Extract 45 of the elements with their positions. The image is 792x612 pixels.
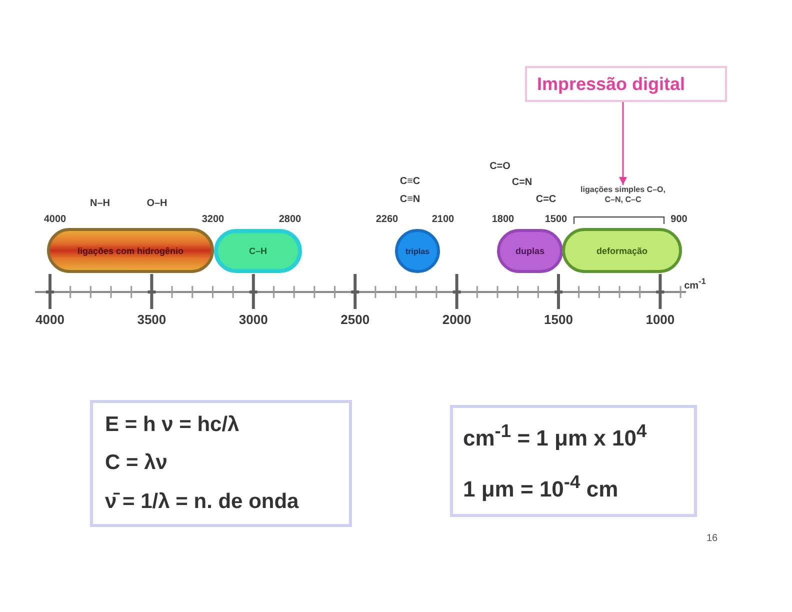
formula: ν̄ = 1/λ = n. de onda: [105, 490, 299, 514]
tick-label: 1500: [544, 312, 573, 328]
tick-label: 2500: [340, 312, 370, 328]
band-label: C–H: [248, 246, 267, 256]
wavenumber-label: 1800: [492, 214, 514, 226]
callout-box: [525, 66, 727, 102]
wavenumber-label: 3200: [202, 214, 224, 226]
formula-box: [90, 400, 352, 527]
bond-label: N–H: [90, 198, 110, 210]
unit-label: cm$^{-1}$: [684, 276, 706, 292]
bond-label: C≡N: [400, 194, 420, 206]
band-label: deformação: [596, 246, 648, 256]
bond-label: O–H: [146, 198, 168, 210]
formula: cm$^{-1}$ = 1 μm x 10$^{4}$: [463, 420, 647, 451]
bond-label: C=C: [536, 194, 556, 206]
bond-label: C=N: [512, 177, 532, 189]
wavenumber-label: 2100: [432, 214, 454, 226]
bond-label: C≡C: [400, 176, 420, 188]
callout-text: Impressão digital: [537, 74, 686, 94]
spectrum-region-band: [395, 229, 440, 273]
band-label: triplas: [405, 246, 430, 256]
wavenumber-label: 900: [670, 214, 688, 226]
wavenumber-label: 2260: [376, 214, 398, 226]
formula: C = λν: [105, 451, 168, 476]
spectrum-region-band: [214, 229, 302, 273]
spectrum-region-band: [47, 228, 214, 273]
formula-box: [450, 405, 697, 517]
band-label: ligações com hidrogênio: [77, 246, 184, 256]
tick-label: 3000: [238, 312, 268, 328]
tick-label: 2000: [442, 312, 472, 328]
wavenumber-label: 1500: [544, 214, 568, 226]
formula: 1 μm = 10$^{-4}$ cm: [463, 471, 618, 502]
band-label: duplas: [515, 246, 544, 256]
tick-label: 4000: [36, 312, 64, 328]
tick-label: 3500: [137, 312, 166, 328]
wavenumber-label: 4000: [44, 214, 66, 226]
bond-label: C=O: [490, 161, 510, 173]
spectrum-region-band: [562, 228, 682, 273]
wavenumber-label: 2800: [278, 214, 302, 226]
tick-label: 1000: [646, 312, 675, 328]
region-note: ligações simples C–O, C–N, C–C: [578, 185, 668, 209]
formula: E = h ν = hc/λ: [105, 413, 240, 438]
leader-line: [619, 102, 627, 185]
spectrum-region-band: [497, 229, 563, 273]
page-number: 16: [706, 533, 718, 545]
